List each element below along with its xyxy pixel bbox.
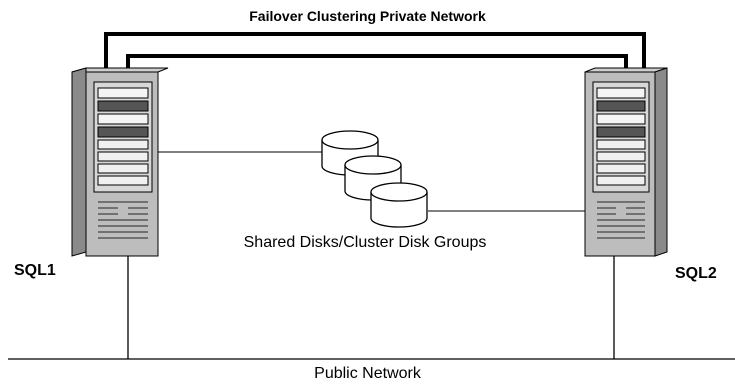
public-network-link: [8, 252, 735, 360]
private-network-link: [104, 32, 646, 73]
public-network-label: Public Network: [314, 365, 421, 382]
server-sql2-icon: [584, 67, 668, 257]
shared-disks-label: Shared Disks/Cluster Disk Groups: [243, 234, 487, 251]
server-sql2-label: SQL2: [675, 265, 717, 282]
server-sql1-label: SQL1: [14, 262, 56, 279]
private-network-label: Failover Clustering Private Network: [249, 8, 486, 24]
disk-connection-lines: [158, 151, 586, 212]
disk-3-icon: [370, 182, 428, 228]
server-sql1-icon: [71, 67, 169, 257]
